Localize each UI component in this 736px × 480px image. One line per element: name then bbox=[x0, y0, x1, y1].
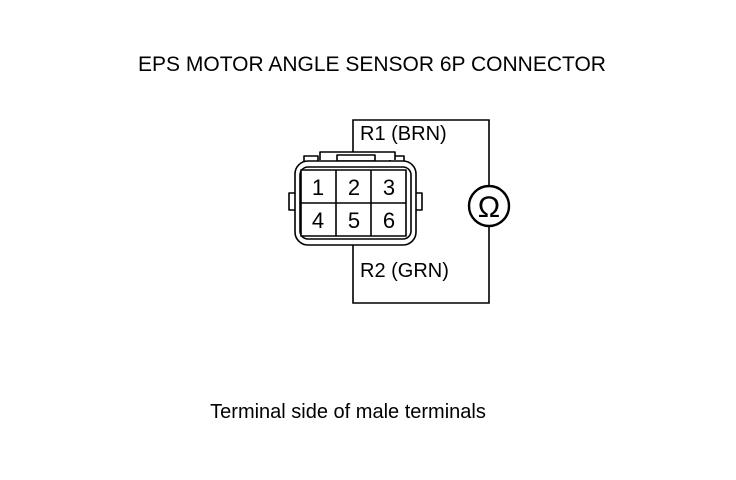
ohmmeter-circle bbox=[467, 184, 511, 228]
pin-1: 1 bbox=[312, 175, 324, 200]
diagram-title: EPS MOTOR ANGLE SENSOR 6P CONNECTOR bbox=[138, 53, 606, 76]
ohmmeter: Ω bbox=[467, 184, 511, 228]
diagram-caption: Terminal side of male terminals bbox=[210, 401, 486, 423]
test-wire-loop bbox=[352, 119, 490, 304]
pin-6: 6 bbox=[383, 208, 395, 233]
connector-lock-slot bbox=[336, 154, 376, 162]
pin-2: 2 bbox=[348, 175, 360, 200]
pin-5: 5 bbox=[348, 208, 360, 233]
ohm-icon: Ω bbox=[478, 191, 500, 224]
pin-3: 3 bbox=[383, 175, 395, 200]
wire-r1 bbox=[352, 119, 490, 186]
wire-label-r1: R1 (BRN) bbox=[360, 123, 447, 145]
wire-r2 bbox=[352, 227, 490, 304]
pin-4: 4 bbox=[312, 208, 324, 233]
wire-label-r2: R2 (GRN) bbox=[360, 260, 449, 282]
pin-numbers: 1 2 3 4 5 6 bbox=[312, 175, 395, 233]
connector-6p bbox=[288, 151, 423, 246]
